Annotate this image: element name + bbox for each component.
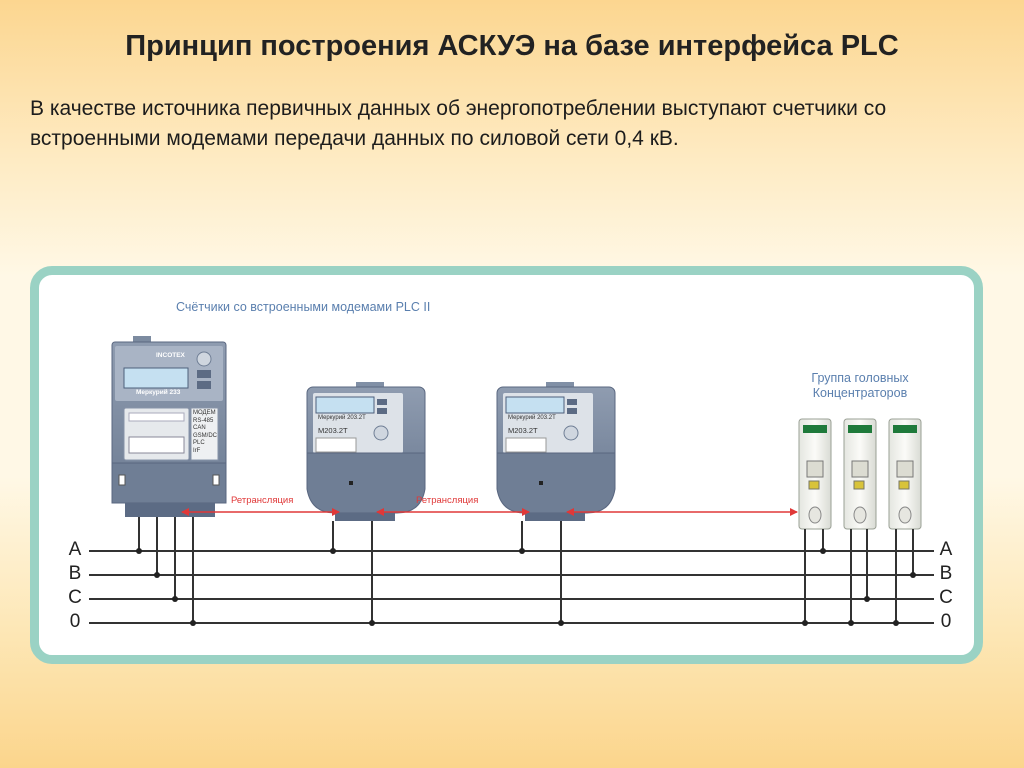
meter-single-phase-1 [306, 382, 426, 521]
port-label: CAN [193, 425, 206, 431]
slide-description: В качестве источника первичных данных об… [30, 97, 887, 150]
meter-single-phase-1-wiring [332, 521, 373, 623]
phase-label-left-0: 0 [69, 611, 81, 632]
meter-three-phase-port-list: МОДЕМ RS-485 CAN GSM/DC PLC IrF [193, 410, 217, 455]
meter-three-phase-brand: INCOTEX [156, 352, 185, 359]
concentrators-label-line2: Концентраторов [812, 386, 908, 400]
concentrators-label-line1: Группа головных [811, 371, 909, 385]
meter-three-phase [111, 336, 227, 517]
port-label: PLC [193, 440, 205, 446]
concentrator-1 [798, 418, 832, 530]
meter-three-phase-wiring [138, 517, 194, 623]
phase-label-left-a: A [68, 539, 82, 560]
phase-label-right-0: 0 [940, 611, 952, 632]
meter-single-phase-1-model: M203.2T [318, 426, 348, 435]
meter-single-phase-2-model: M203.2T [508, 426, 538, 435]
port-label: RS-485 [193, 417, 214, 424]
port-label: МОДЕМ [193, 410, 216, 416]
relay-label-1: Ретрансляция [231, 495, 294, 506]
meter-single-phase-2-model-small: Меркурий 203.2T [508, 415, 556, 421]
relay-label-2: Ретрансляция [416, 495, 479, 506]
phase-label-right-a: A [939, 539, 953, 560]
concentrator-3 [888, 418, 922, 530]
phase-label-right-c: C [939, 587, 953, 608]
concentrators-wiring [804, 529, 914, 623]
meter-single-phase-2-wiring [521, 521, 562, 623]
concentrators-label: Группа головных Концентраторов [785, 371, 935, 401]
meter-three-phase-model: Меркурий 233 [136, 389, 181, 396]
power-bus [89, 550, 934, 624]
phase-label-left-c: C [68, 587, 82, 608]
slide-title: Принцип построения АСКУЭ на базе интерфе… [125, 30, 899, 62]
port-label: IrF [193, 447, 201, 454]
phase-label-left-b: B [68, 563, 82, 584]
diagram-panel: Счётчики со встроенными модемами PLC II … [30, 266, 983, 664]
concentrator-2 [843, 418, 877, 530]
meters-label: Счётчики со встроенными модемами PLC II [176, 300, 431, 314]
meter-single-phase-2 [496, 382, 616, 521]
phase-label-right-b: B [939, 563, 953, 584]
port-label: GSM/DC [193, 432, 217, 439]
meter-single-phase-1-model-small: Меркурий 203.2T [318, 415, 366, 421]
junction-dots [136, 548, 916, 626]
plc-network-diagram [89, 336, 934, 626]
